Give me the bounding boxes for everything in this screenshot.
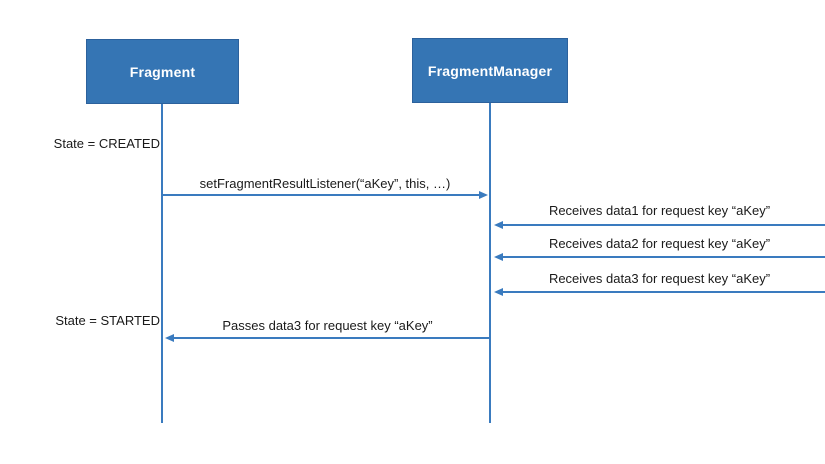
arrowhead-left-icon xyxy=(494,288,503,296)
actor-box-fragmentmanager: FragmentManager xyxy=(412,38,568,103)
state-label-created: State = CREATED xyxy=(53,136,160,151)
message-line xyxy=(502,224,825,226)
lifeline-fragmentmanager xyxy=(489,103,491,423)
message-line xyxy=(162,194,480,196)
actor-label-fragment: Fragment xyxy=(129,63,196,80)
actor-box-fragment: Fragment xyxy=(86,39,239,104)
state-label-started: State = STARTED xyxy=(55,313,160,328)
message-label: Receives data2 for request key “aKey” xyxy=(548,236,771,251)
message-line xyxy=(502,256,825,258)
arrowhead-left-icon xyxy=(165,334,174,342)
arrowhead-right-icon xyxy=(479,191,488,199)
message-label: Passes data3 for request key “aKey” xyxy=(222,318,433,333)
message-label: Receives data3 for request key “aKey” xyxy=(548,271,771,286)
message-line xyxy=(502,291,825,293)
lifeline-fragment xyxy=(161,104,163,423)
arrowhead-left-icon xyxy=(494,221,503,229)
message-label: setFragmentResultListener(“aKey”, this, … xyxy=(199,176,451,191)
message-label: Receives data1 for request key “aKey” xyxy=(548,203,771,218)
actor-label-fragmentmanager: FragmentManager xyxy=(427,62,553,79)
arrowhead-left-icon xyxy=(494,253,503,261)
message-line xyxy=(173,337,490,339)
